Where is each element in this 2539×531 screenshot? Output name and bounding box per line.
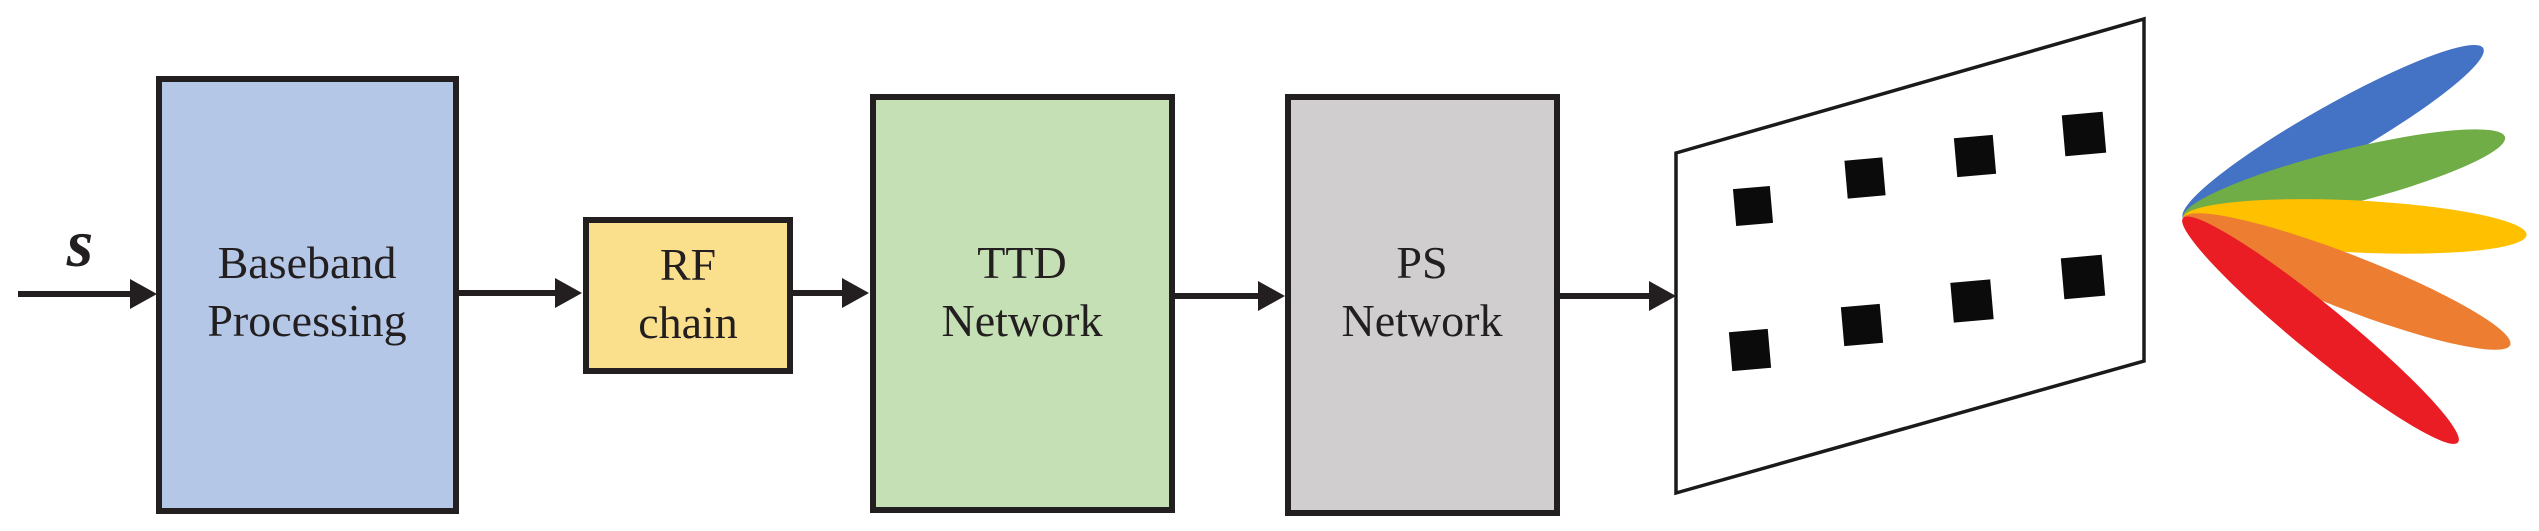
beam-lobes (2182, 44, 2527, 444)
block-rf-chain: RF chain (583, 217, 793, 374)
input-signal-label: s (66, 205, 93, 281)
ttd-network-label-line2: Network (942, 295, 1103, 346)
beam-red (2182, 216, 2459, 444)
ps-network-box (1285, 94, 1560, 516)
antenna-element (1844, 157, 1886, 199)
rf-chain-label-line2: chain (638, 297, 738, 348)
arrow-ps-to-array (1560, 281, 1676, 311)
antenna-array (1674, 16, 2146, 496)
baseband-processing-box (156, 76, 459, 514)
arrow-head-icon (1258, 281, 1285, 311)
rf-chain-label-line1: RF (660, 239, 716, 290)
arrow-head-icon (555, 278, 582, 308)
antenna-element (2061, 111, 2107, 157)
antenna-element (1732, 185, 1774, 227)
arrow-ttd-to-ps (1175, 281, 1285, 311)
input-signal: s (18, 205, 157, 309)
antenna-element (1950, 279, 1994, 323)
block-baseband-processing: Baseband Processing (156, 76, 459, 514)
antenna-element (1728, 328, 1772, 372)
antenna-element (2060, 254, 2106, 300)
ttd-network-label-line1: TTD (977, 237, 1066, 288)
block-ttd-network: TTD Network (870, 94, 1175, 513)
ps-network-label-line2: Network (1342, 295, 1503, 346)
arrow-head-icon (1649, 281, 1676, 311)
arrow-head-icon (842, 278, 869, 308)
baseband-processing-label-line2: Processing (207, 295, 406, 346)
baseband-processing-label-line1: Baseband (218, 237, 397, 288)
ttd-network-box (870, 94, 1175, 513)
arrow-rf-to-ttd (793, 278, 869, 308)
antenna-panel (1674, 16, 2146, 496)
beam-orange (2182, 213, 2511, 350)
block-ps-network: PS Network (1285, 94, 1560, 516)
arrow-baseband-to-rf (459, 278, 582, 308)
antenna-element (1953, 134, 1997, 178)
antenna-element (1840, 303, 1884, 347)
rf-chain-box (583, 217, 793, 374)
ps-network-label-line1: PS (1396, 237, 1447, 288)
input-arrow-head-icon (130, 279, 157, 309)
